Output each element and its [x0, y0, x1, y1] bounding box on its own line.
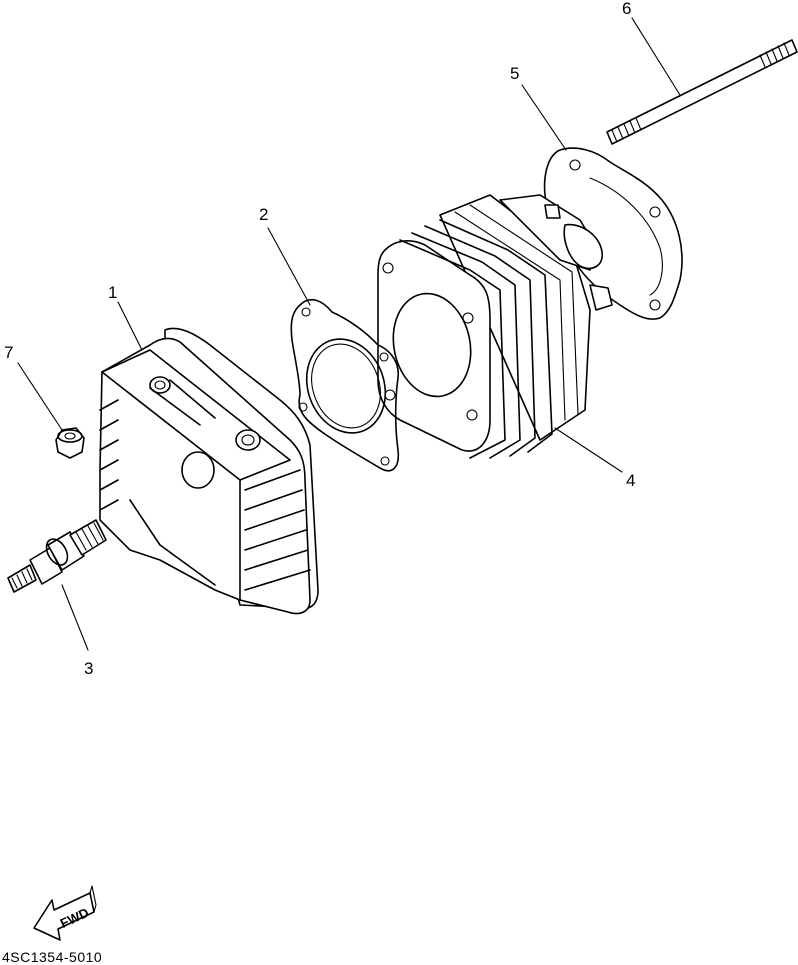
callout-7: 7 — [4, 343, 13, 362]
part-7-nut — [55, 427, 85, 459]
callout-1: 1 — [108, 283, 117, 302]
part-6-stud-bolt — [606, 39, 798, 145]
fwd-arrow-icon: FWD — [33, 885, 97, 941]
part-4-cylinder — [377, 194, 613, 459]
leader-7 — [17, 362, 63, 431]
leader-3 — [61, 584, 89, 651]
callout-5: 5 — [510, 64, 519, 83]
leader-lines — [17, 17, 681, 651]
leader-2 — [267, 227, 311, 306]
callout-6: 6 — [622, 0, 631, 18]
leader-5 — [521, 84, 567, 151]
callout-4: 4 — [626, 471, 635, 490]
callout-numbers: 1 2 3 4 5 6 7 — [4, 0, 635, 678]
part-2-head-gasket — [290, 298, 400, 472]
leader-1 — [117, 301, 143, 351]
leader-6 — [631, 17, 681, 96]
callout-2: 2 — [259, 205, 268, 224]
leader-4 — [554, 427, 623, 473]
part-3-spark-plug — [7, 519, 107, 593]
part-1-cylinder-head — [99, 327, 319, 615]
callout-3: 3 — [84, 659, 93, 678]
diagram-code: 4SC1354-5010 — [2, 949, 102, 965]
fwd-label: FWD — [58, 905, 91, 931]
